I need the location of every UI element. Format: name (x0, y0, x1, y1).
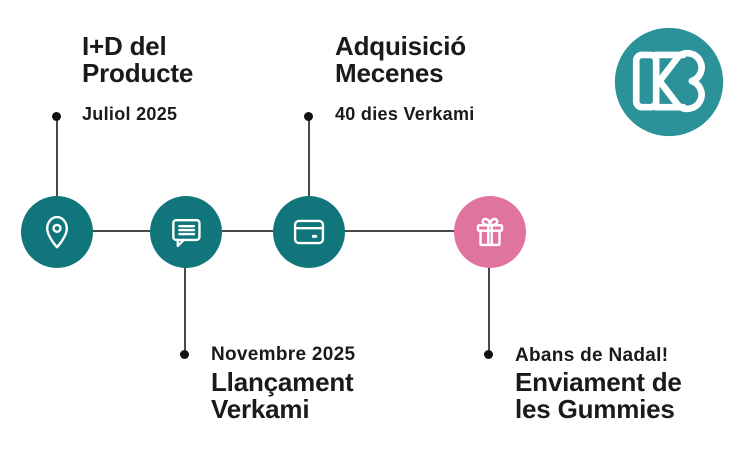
milestone-node-verkami-launch (150, 196, 222, 268)
connector-line-milestone-4 (488, 266, 490, 355)
milestone-node-shipping (454, 196, 526, 268)
milestone-date-backers: 40 dies Verkami (335, 104, 475, 124)
connector-line-milestone-2 (184, 266, 186, 355)
kb-monogram-icon (632, 49, 705, 113)
timeline-dot-milestone-2 (180, 350, 189, 359)
milestone-date-product-rd: Juliol 2025 (82, 104, 178, 124)
location-pin-icon (45, 215, 69, 249)
connector-line-milestone-3 (308, 118, 310, 198)
brand-logo (614, 27, 724, 137)
timeline-dot-milestone-1 (52, 112, 61, 121)
gift-icon (476, 217, 504, 247)
milestone-date-verkami-launch: Novembre 2025 (211, 344, 356, 365)
milestone-node-product-rd (21, 196, 93, 268)
milestone-title-shipping: Enviament de les Gummies (515, 367, 682, 424)
milestone-title-backers: Adquisició Mecenes (335, 31, 466, 88)
credit-card-icon (293, 219, 325, 245)
milestone-node-backers (273, 196, 345, 268)
logo-circle (614, 27, 724, 137)
milestone-date-shipping: Abans de Nadal! (515, 345, 669, 366)
chat-bubble-icon (172, 218, 201, 248)
milestone-title-verkami-launch: Llançament Verkami (211, 367, 354, 424)
timeline-dot-milestone-4 (484, 350, 493, 359)
milestone-title-product-rd: I+D del Producte (82, 31, 194, 88)
timeline-dot-milestone-3 (304, 112, 313, 121)
connector-line-milestone-1 (56, 118, 58, 198)
